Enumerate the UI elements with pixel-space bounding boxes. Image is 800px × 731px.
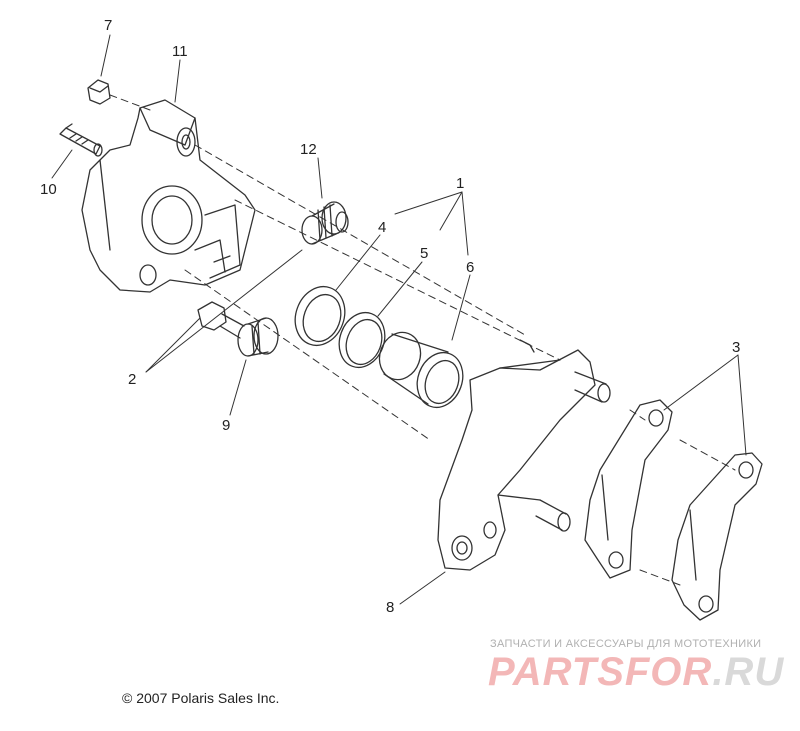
callout-9: 9	[222, 417, 230, 434]
callout-6: 6	[466, 259, 474, 276]
callout-1: 1	[456, 175, 464, 192]
watermark-subtitle: ЗАПЧАСТИ И АКСЕССУАРЫ ДЛЯ МОТОТЕХНИКИ	[490, 638, 762, 650]
callout-5: 5	[420, 245, 428, 262]
assembly-axis-lines	[109, 94, 736, 586]
brake-pad-inner-part	[584, 399, 673, 579]
callout-10: 10	[40, 181, 57, 198]
callout-7: 7	[104, 17, 112, 34]
watermark-logo: PARTSFOR.RU	[488, 650, 784, 695]
copyright-notice: © 2007 Polaris Sales Inc.	[122, 690, 280, 706]
slide-pin-lower-part	[197, 301, 279, 357]
leader-lines	[51, 34, 747, 605]
bleeder-cap-part	[87, 79, 111, 105]
bleeder-screw-part	[59, 123, 103, 157]
watermark-brand: PARTSFOR	[488, 650, 713, 694]
callout-labels: 7 11 10 12 1 4 5 6 2 9 3 8	[40, 17, 740, 616]
callout-8: 8	[386, 599, 394, 616]
piston-seal-outer-part	[294, 285, 346, 347]
callout-4: 4	[378, 219, 386, 236]
caliper-body-part	[81, 99, 256, 293]
watermark-tld: .RU	[712, 650, 785, 694]
callout-12: 12	[300, 141, 317, 158]
piston-seal-inner-part	[338, 311, 386, 369]
callout-2: 2	[128, 371, 136, 388]
caliper-bracket-part	[437, 339, 611, 571]
brake-pad-outer-part	[671, 452, 763, 621]
slide-pin-boot-upper-part	[301, 201, 349, 245]
callout-3: 3	[732, 339, 740, 356]
piston-part	[378, 331, 464, 409]
callout-11: 11	[172, 43, 188, 60]
